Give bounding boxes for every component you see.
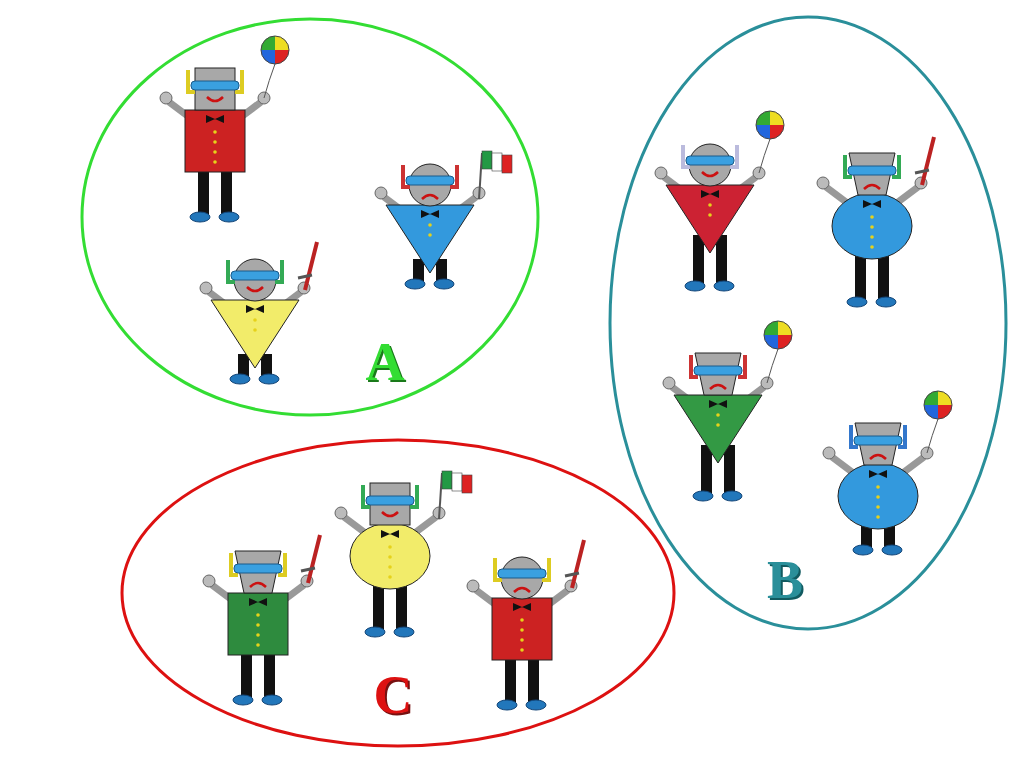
ellipse-outline (608, 15, 1008, 631)
group-letter: A (366, 335, 405, 389)
robot-figure (817, 137, 934, 307)
ellipse-outline (80, 17, 540, 417)
group-ellipse: A (80, 17, 540, 417)
robot-figure (200, 242, 317, 384)
robot-figure (823, 391, 952, 555)
group-ellipse: B (608, 15, 1008, 631)
robot-figure (467, 540, 584, 710)
group-letter: B (767, 553, 803, 607)
robot-figure (160, 36, 289, 222)
group-ellipse: C (120, 438, 676, 748)
robot-figure (203, 535, 320, 705)
ellipse-stroke (82, 19, 538, 415)
robot-figure (655, 111, 784, 291)
ellipse-stroke (122, 440, 674, 746)
ellipse-stroke (610, 17, 1006, 629)
group-letter: C (374, 668, 413, 722)
robot-figure (335, 471, 472, 637)
robot-figure (663, 321, 792, 501)
robot-figure (375, 151, 512, 289)
